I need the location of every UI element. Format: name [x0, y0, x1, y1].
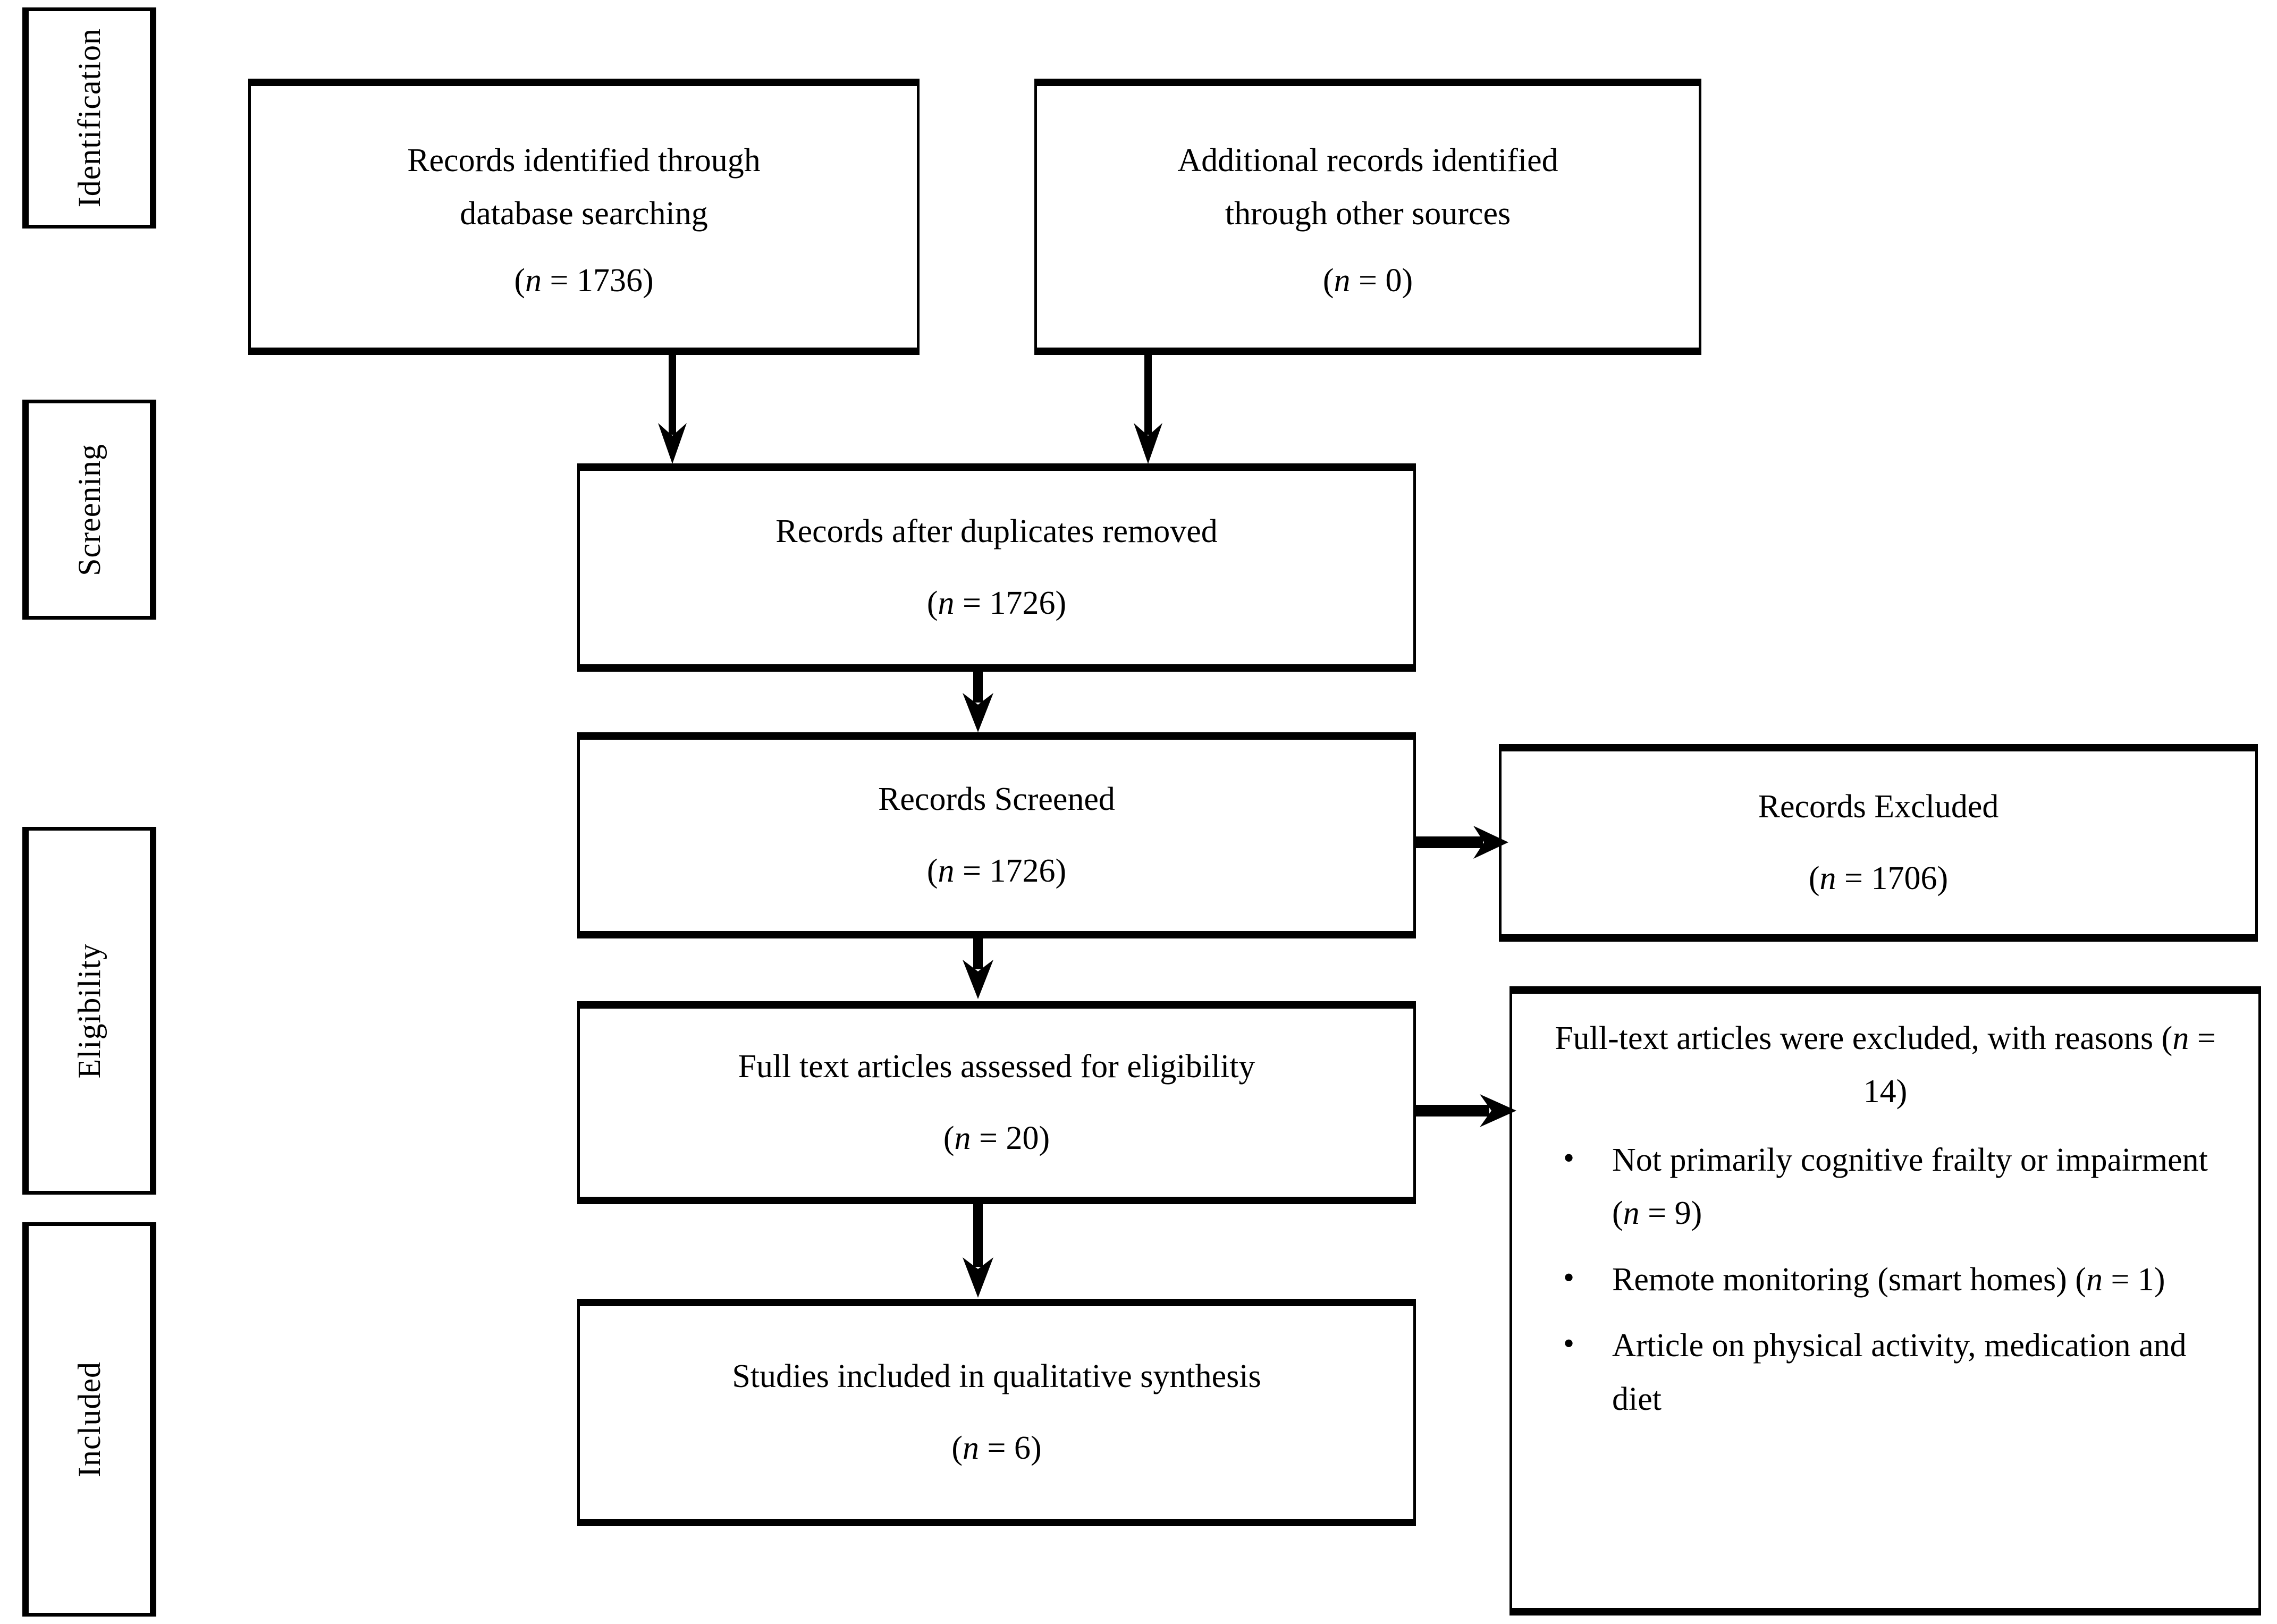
box-records-screened: Records Screened (n = 1726): [577, 732, 1416, 938]
box-other-sources-count: (n = 0): [1322, 262, 1413, 299]
stage-label-screening: Screening: [72, 443, 107, 576]
stage-label-identification: Identification: [72, 28, 107, 208]
connector-screened-to-excluded: [1414, 826, 1508, 859]
stage-rail-eligibility: Eligibility: [22, 827, 156, 1195]
panel-full-text-excluded-heading: Full-text articles were excluded, with r…: [1555, 1020, 2216, 1110]
stage-rail-screening: Screening: [22, 400, 156, 620]
box-records-screened-count: (n = 1726): [926, 853, 1067, 889]
panel-full-text-excluded: Full-text articles were excluded, with r…: [1509, 986, 2261, 1615]
box-database-search-title: Records identified through database sear…: [407, 142, 761, 232]
exclusion-reason-item: Not primarily cognitive frailty or impai…: [1533, 1132, 2237, 1240]
connector-fulltext-to-excluded-panel: [1414, 1094, 1516, 1127]
box-studies-included-title: Studies included in qualitative synthesi…: [732, 1358, 1261, 1394]
exclusion-reason-item: Article on physical activity, medication…: [1533, 1318, 2237, 1426]
box-full-text-assessed-title: Full text articles assessed for eligibil…: [738, 1048, 1255, 1085]
box-full-text-assessed: Full text articles assessed for eligibil…: [577, 1001, 1416, 1204]
box-duplicates-removed: Records after duplicates removed (n = 17…: [577, 463, 1416, 672]
box-full-text-assessed-count: (n = 20): [943, 1120, 1050, 1156]
box-studies-included-count: (n = 6): [951, 1430, 1042, 1466]
stage-rail-identification: Identification: [22, 7, 156, 229]
box-database-search: Records identified through database sear…: [248, 79, 920, 355]
box-database-search-count: (n = 1736): [514, 262, 654, 299]
exclusion-reasons-list: Not primarily cognitive frailty or impai…: [1533, 1132, 2237, 1426]
box-records-excluded: Records Excluded (n = 1706): [1499, 744, 2258, 942]
connector-duplicates-to-screened: [963, 672, 993, 732]
connector-database-to-duplicates: [658, 355, 687, 464]
box-records-excluded-count: (n = 1706): [1808, 860, 1949, 896]
connector-screened-to-fulltext: [963, 938, 993, 999]
connector-other-to-duplicates: [1134, 355, 1162, 464]
box-studies-included: Studies included in qualitative synthesi…: [577, 1299, 1416, 1526]
exclusion-reason-item: Remote monitoring (smart homes) (n = 1): [1533, 1252, 2237, 1306]
box-other-sources-title: Additional records identified through ot…: [1177, 142, 1558, 232]
connector-fulltext-to-included: [963, 1204, 993, 1298]
box-records-excluded-title: Records Excluded: [1758, 788, 1999, 825]
box-duplicates-removed-count: (n = 1726): [926, 585, 1067, 621]
stage-label-eligibility: Eligibility: [72, 943, 107, 1079]
box-records-screened-title: Records Screened: [878, 781, 1115, 817]
box-duplicates-removed-title: Records after duplicates removed: [775, 513, 1218, 549]
box-other-sources: Additional records identified through ot…: [1034, 79, 1701, 355]
stage-rail-included: Included: [22, 1222, 156, 1617]
stage-label-included: Included: [72, 1361, 107, 1477]
